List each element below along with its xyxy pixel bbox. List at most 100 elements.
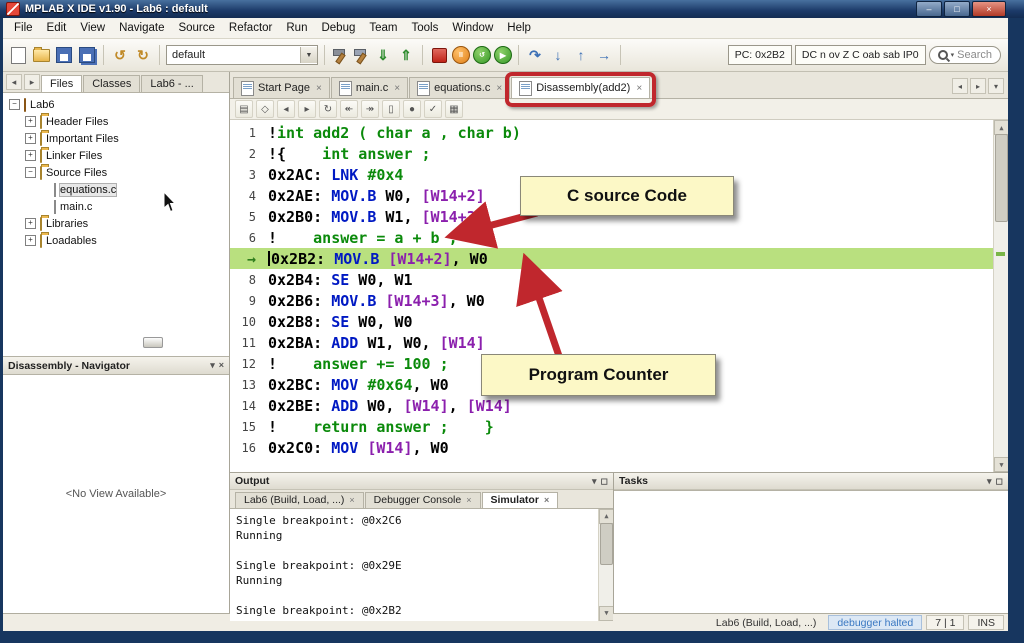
navigator-header[interactable]: Disassembly - Navigator ▾× [3, 356, 229, 375]
close-panel-icon[interactable]: × [218, 360, 224, 370]
tree-item-important-files[interactable]: +Important Files [3, 130, 229, 147]
tree-item-main-c[interactable]: main.c [3, 198, 229, 215]
menu-edit[interactable]: Edit [46, 22, 67, 34]
tree-toggle-icon[interactable]: + [25, 116, 36, 127]
line-number[interactable]: 14 [241, 398, 256, 413]
editor-tab-start-page[interactable]: Start Page× [233, 77, 330, 98]
tree-toggle-icon[interactable]: − [25, 167, 36, 178]
close-button[interactable]: × [972, 1, 1006, 17]
output-scrollbar-thumb[interactable] [600, 523, 613, 565]
panel-tab-files[interactable]: Files [41, 75, 83, 92]
reset-icon[interactable]: ↺ [473, 46, 491, 64]
tree-toggle-icon[interactable]: + [25, 218, 36, 229]
code-line-1[interactable]: 1!int add2 ( char a , char b) [230, 122, 1008, 143]
minimize-button[interactable]: – [916, 1, 942, 17]
disassembly-view[interactable]: 1!int add2 ( char a , char b)2!{ int ans… [230, 120, 1008, 472]
project-config-select[interactable]: default▼ [166, 45, 318, 65]
go-back-icon[interactable]: ↞ [340, 100, 358, 118]
scroll-tabs-left-icon[interactable]: ◂ [952, 78, 968, 94]
menu-help[interactable]: Help [507, 22, 531, 34]
scrollbar-thumb[interactable] [995, 134, 1008, 222]
line-number[interactable]: 16 [241, 440, 256, 455]
tree-toggle-icon[interactable]: − [9, 99, 20, 110]
combo-dropdown-icon[interactable]: ▼ [300, 47, 317, 63]
editor-tab-disassembly-add2[interactable]: Disassembly(add2)× [505, 72, 657, 107]
line-number[interactable]: 12 [241, 356, 256, 371]
step-into-icon[interactable]: ↓ [554, 47, 562, 63]
line-number[interactable]: 9 [248, 293, 256, 308]
editor-tab-main-c[interactable]: main.c× [330, 77, 409, 98]
tab-close-icon[interactable]: × [466, 495, 472, 505]
line-number[interactable]: 4 [248, 188, 256, 203]
scroll-down-icon[interactable]: ▼ [994, 457, 1008, 472]
output-scrollbar[interactable]: ▲ ▼ [598, 509, 613, 621]
menu-source[interactable]: Source [178, 22, 215, 34]
line-number[interactable]: 3 [248, 167, 256, 182]
show-source-icon[interactable]: ▤ [235, 100, 253, 118]
tree-item-source-files[interactable]: −Source Files [3, 164, 229, 181]
code-line-7[interactable]: →0x2B2: MOV.B [W14+2], W0 [230, 248, 1008, 269]
menu-team[interactable]: Team [369, 22, 398, 34]
tree-toggle-icon[interactable]: + [25, 150, 36, 161]
code-line-15[interactable]: 15! return answer ; } [230, 416, 1008, 437]
finish-debug-icon[interactable] [429, 45, 449, 65]
line-number[interactable]: 6 [248, 230, 256, 245]
menu-window[interactable]: Window [452, 22, 494, 34]
pc-arrow-icon[interactable]: → [246, 249, 256, 268]
tab-close-icon[interactable]: × [636, 82, 643, 94]
menu-refactor[interactable]: Refactor [228, 22, 273, 34]
pause-icon[interactable]: II [452, 46, 470, 64]
tab-close-icon[interactable]: × [496, 82, 503, 94]
make-program-icon[interactable]: ⇓ [377, 46, 389, 63]
code-line-6[interactable]: 6! answer = a + b ; [230, 227, 1008, 248]
tree-item-loadables[interactable]: +Loadables [3, 232, 229, 249]
splitter-grip[interactable] [143, 337, 163, 348]
output-tab-debugger-console[interactable]: Debugger Console× [364, 492, 481, 508]
editor-scrollbar[interactable]: ▲ ▼ [993, 120, 1008, 472]
run-to-cursor-icon[interactable]: → [597, 47, 611, 63]
refresh-icon[interactable]: ↻ [319, 100, 337, 118]
minimize-panel-icon[interactable]: ▾ [210, 360, 215, 370]
panel-tab-classes[interactable]: Classes [83, 75, 141, 92]
line-number[interactable]: 10 [241, 314, 256, 329]
code-line-12[interactable]: 12! answer += 100 ; [230, 353, 1008, 374]
line-number[interactable]: 2 [248, 146, 256, 161]
menu-navigate[interactable]: Navigate [119, 22, 165, 34]
tree-item-libraries[interactable]: +Libraries [3, 215, 229, 232]
dock-left-icon[interactable]: ◂ [6, 74, 22, 90]
line-number[interactable]: 1 [248, 125, 256, 140]
tasks-maximize-icon[interactable]: ◻ [995, 475, 1003, 486]
tree-item-equations-c[interactable]: equations.c [3, 181, 229, 198]
line-number[interactable]: 5 [248, 209, 256, 224]
bookmark-icon[interactable]: ▯ [382, 100, 400, 118]
tasks-header[interactable]: Tasks ▾◻ [614, 473, 1008, 490]
line-number[interactable]: 11 [241, 335, 256, 350]
line-number[interactable]: 15 [241, 419, 256, 434]
tab-close-icon[interactable]: × [543, 495, 550, 505]
menu-tools[interactable]: Tools [411, 22, 439, 34]
output-scroll-down-icon[interactable]: ▼ [599, 606, 613, 621]
panel-list-icon[interactable]: ▸ [24, 74, 40, 90]
track-pc-icon[interactable]: ✓ [424, 100, 442, 118]
clean-build-icon[interactable] [352, 46, 370, 64]
editor-tab-equations-c[interactable]: equations.c× [409, 77, 511, 98]
prev-icon[interactable]: ◂ [277, 100, 295, 118]
go-forward-icon[interactable]: ↠ [361, 100, 379, 118]
tree-toggle-icon[interactable]: + [25, 235, 36, 246]
menu-view[interactable]: View [80, 22, 106, 34]
build-project-icon[interactable] [331, 46, 349, 64]
new-file-icon[interactable] [8, 45, 28, 65]
tab-list-icon[interactable]: ▾ [988, 78, 1004, 94]
tab-close-icon[interactable]: × [315, 82, 322, 94]
maximize-button[interactable]: □ [944, 1, 970, 17]
debugger-status-badge[interactable]: debugger halted [828, 615, 923, 630]
